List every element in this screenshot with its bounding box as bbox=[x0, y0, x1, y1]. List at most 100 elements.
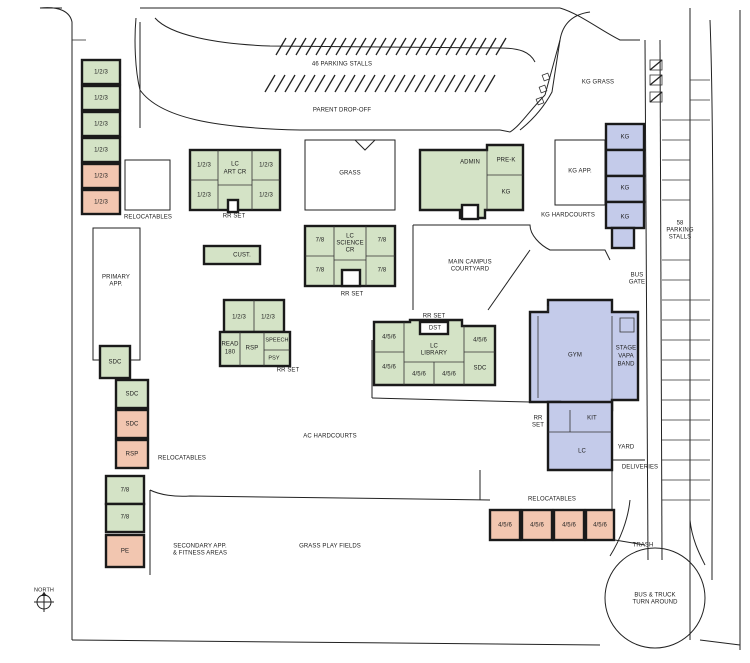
label-rr-set-2: RR SET bbox=[341, 292, 364, 298]
label-speech: SPEECH bbox=[265, 337, 288, 343]
label-sci-lc: LC bbox=[346, 234, 354, 240]
label-left-5: 1/2/3 bbox=[94, 174, 108, 180]
label-rr-set-5b: SET bbox=[532, 423, 544, 429]
kg-room-1 bbox=[604, 122, 646, 152]
label-parking-58-1: 58 bbox=[677, 221, 684, 227]
reloc-sdc-2 bbox=[114, 408, 150, 440]
north-arrow: NORTH bbox=[34, 587, 54, 612]
label-secondary-app-2: & FITNESS AREAS bbox=[173, 551, 227, 557]
library-building: DST 4/5/6 4/5/6 4/5/6 4/5/6 4/5/6 LC LIB… bbox=[372, 318, 497, 387]
room-left-3 bbox=[80, 110, 122, 138]
cust-building: CUST. bbox=[202, 244, 262, 266]
label-bottom-4: 4/5/6 bbox=[593, 523, 607, 529]
label-lib-5: 4/5/6 bbox=[442, 372, 456, 378]
label-artcr-2: 1/2/3 bbox=[259, 163, 273, 169]
label-sci-2: 7/8 bbox=[378, 238, 387, 244]
kg-right-building: KG KG KG bbox=[604, 122, 646, 250]
label-sdc-solo: SDC bbox=[109, 360, 123, 366]
bottom-reloc-4 bbox=[584, 508, 616, 542]
reloc-78-2 bbox=[104, 502, 146, 534]
room-left-4 bbox=[80, 136, 122, 164]
label-lc-gym: LC bbox=[578, 449, 586, 455]
label-sci-3: 7/8 bbox=[316, 268, 325, 274]
label-reloc-78-1: 7/8 bbox=[121, 488, 130, 494]
bottom-relocatables: 4/5/6 4/5/6 4/5/6 4/5/6 bbox=[488, 508, 616, 542]
label-admin: ADMIN bbox=[460, 160, 480, 166]
label-bus-truck-1: BUS & TRUCK bbox=[634, 593, 675, 599]
label-kit: KIT bbox=[587, 416, 597, 422]
gym-building: GYM STAGE VAPA BAND KIT LC bbox=[528, 298, 640, 472]
kitchen-lc-block bbox=[546, 400, 614, 472]
sdc-solo bbox=[98, 344, 132, 380]
label-bus-gate-2: GATE bbox=[629, 280, 645, 286]
label-artcr-lc: LC bbox=[231, 162, 239, 168]
bottom-reloc-3 bbox=[552, 508, 586, 542]
label-sci-cr: CR bbox=[346, 248, 355, 254]
label-gym: GYM bbox=[568, 353, 582, 359]
label-left-2: 1/2/3 bbox=[94, 96, 108, 102]
label-reloc-pe: PE bbox=[121, 549, 129, 555]
label-secondary-app-1: SECONDARY APP. bbox=[173, 544, 227, 550]
label-rr-set-3: RR SET bbox=[277, 368, 300, 374]
label-grass: GRASS bbox=[339, 171, 361, 177]
label-parking-58-2: PARKING bbox=[666, 228, 693, 234]
label-stage-2: VAPA bbox=[618, 354, 634, 360]
label-reloc-78-2: 7/8 bbox=[121, 515, 130, 521]
label-read180-2: 180 bbox=[225, 350, 236, 356]
label-stage-1: STAGE bbox=[616, 346, 636, 352]
label-relocatables-left: RELOCATABLES bbox=[158, 456, 206, 462]
parking-stalls-top-hatch bbox=[264, 37, 507, 93]
label-relocatables-top: RELOCATABLES bbox=[124, 215, 172, 221]
admin-building: ADMIN PRE-K KG bbox=[418, 143, 525, 221]
label-sci-name: SCIENCE bbox=[336, 241, 363, 247]
read180-building: 1/2/3 1/2/3 READ 180 RSP SPEECH PSY bbox=[218, 298, 292, 368]
room-left-1 bbox=[80, 58, 122, 86]
label-yard: YARD bbox=[618, 445, 635, 451]
label-lib-sdc: SDC bbox=[474, 366, 488, 372]
label-deliveries: DELIVERIES bbox=[622, 465, 658, 471]
label-kg-hardcourts: KG HARDCOURTS bbox=[541, 213, 595, 219]
label-parking-46: 46 PARKING STALLS bbox=[312, 62, 372, 68]
label-rr-set-4: RR SET bbox=[423, 314, 446, 320]
label-reloc-rsp: RSP bbox=[126, 452, 139, 458]
label-grass-play-fields: GRASS PLAY FIELDS bbox=[299, 544, 361, 550]
label-bottom-2: 4/5/6 bbox=[530, 523, 544, 529]
bottom-reloc-2 bbox=[520, 508, 554, 542]
label-trash: TRASH bbox=[633, 543, 654, 549]
label-prek: PRE-K bbox=[497, 158, 516, 164]
art-cr-building: 1/2/3 1/2/3 1/2/3 1/2/3 LC ART CR bbox=[188, 148, 282, 214]
label-reloc-sdc-2: SDC bbox=[126, 422, 140, 428]
science-building: 7/8 7/8 7/8 7/8 LC SCIENCE CR bbox=[303, 224, 397, 288]
label-rr-set-5a: RR bbox=[534, 416, 543, 422]
label-artcr-3: 1/2/3 bbox=[197, 193, 211, 199]
label-kg-3: KG bbox=[621, 215, 630, 221]
label-lib-3: 4/5/6 bbox=[382, 365, 396, 371]
label-sci-1: 7/8 bbox=[316, 238, 325, 244]
label-artcr-1: 1/2/3 bbox=[197, 163, 211, 169]
label-ac-hardcourts: AC HARDCOURTS bbox=[303, 434, 357, 440]
cust-block bbox=[202, 244, 262, 266]
label-lib-2: 4/5/6 bbox=[473, 338, 487, 344]
admin-block bbox=[418, 143, 525, 220]
area-outlines bbox=[92, 139, 646, 575]
label-read-1: 1/2/3 bbox=[232, 315, 246, 321]
room-left-2 bbox=[80, 84, 122, 112]
label-kg-app: KG APP. bbox=[568, 169, 592, 175]
label-kg-main: KG bbox=[502, 190, 511, 196]
label-bottom-1: 4/5/6 bbox=[498, 523, 512, 529]
site-labels: 46 PARKING STALLS PARENT DROP-OFF KG GRA… bbox=[102, 62, 694, 606]
label-left-4: 1/2/3 bbox=[94, 148, 108, 154]
label-cust: CUST. bbox=[233, 253, 251, 259]
room-left-5 bbox=[80, 162, 122, 190]
label-sci-4: 7/8 bbox=[378, 268, 387, 274]
label-lib-lc: LC bbox=[430, 344, 438, 350]
label-rr-set-1: RR SET bbox=[223, 214, 246, 220]
label-rsp-small: RSP bbox=[246, 346, 259, 352]
reloc-pe bbox=[104, 533, 146, 569]
label-bus-gate-1: BUS bbox=[631, 273, 644, 279]
label-bus-truck-2: TURN AROUND bbox=[632, 600, 678, 606]
read-lower-block bbox=[218, 330, 292, 368]
label-kg-2: KG bbox=[621, 186, 630, 192]
label-relocatables-bottom: RELOCATABLES bbox=[528, 497, 576, 503]
label-north: NORTH bbox=[34, 587, 54, 593]
